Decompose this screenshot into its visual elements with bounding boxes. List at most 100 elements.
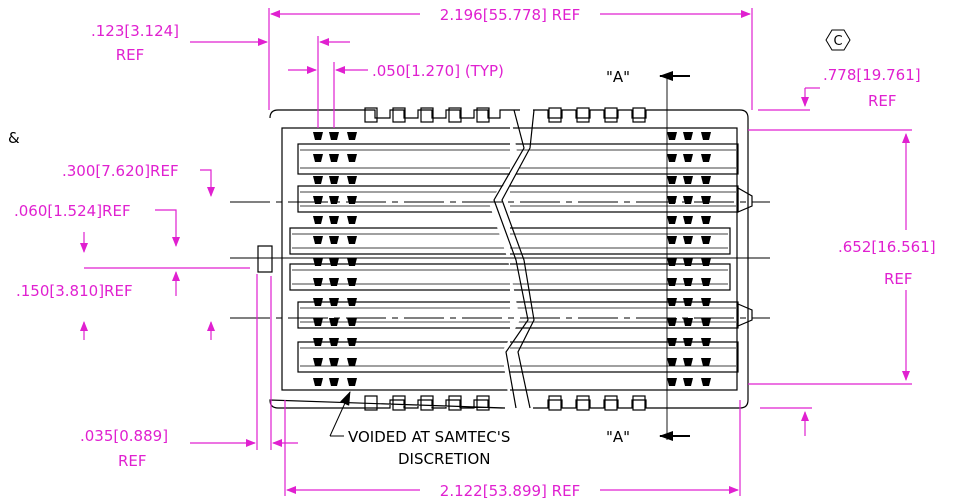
contact-pin (667, 358, 677, 366)
section-mark-bottom: "A" (606, 428, 630, 446)
contact-pin (347, 154, 357, 162)
contact-pin (683, 378, 693, 386)
break-line-left (493, 109, 529, 409)
contact-pin (329, 236, 339, 244)
voided-note-line1: VOIDED AT SAMTEC'S (348, 428, 510, 446)
contact-pin (313, 258, 323, 266)
contact-pin (329, 216, 339, 224)
contact-pin (667, 318, 677, 326)
contact-pin (701, 132, 711, 140)
contact-pin (667, 236, 677, 244)
contact-pin (347, 236, 357, 244)
ampersand-mark: & (8, 129, 20, 147)
contact-pin (683, 196, 693, 204)
contact-pin (667, 258, 677, 266)
dim-height-offset: .778[19.761] (823, 66, 921, 84)
contact-pin (329, 132, 339, 140)
contact-pin (313, 358, 323, 366)
contact-pin (313, 298, 323, 306)
contact-pin (701, 318, 711, 326)
contact-pin (347, 378, 357, 386)
contact-pin (329, 298, 339, 306)
contact-pin (667, 298, 677, 306)
contact-pin (329, 378, 339, 386)
contact-pin (683, 154, 693, 162)
contact-pin (347, 338, 357, 346)
controlled-dimension-symbol: C (825, 29, 851, 51)
contact-pin (347, 132, 357, 140)
contact-pin (683, 318, 693, 326)
contact-pin (313, 236, 323, 244)
contact-pin (347, 278, 357, 286)
contact-pin (701, 258, 711, 266)
contact-pin (313, 278, 323, 286)
dim-body-width: .652[16.561] (838, 238, 936, 256)
contact-pin (347, 176, 357, 184)
contact-pin (347, 216, 357, 224)
svg-text:C: C (833, 34, 842, 49)
dim-body-width-ref: REF (884, 270, 913, 288)
contact-pin (701, 278, 711, 286)
contact-pin (313, 196, 323, 204)
contact-pin (683, 236, 693, 244)
dim-row-150: .150[3.810]REF (16, 282, 133, 300)
contact-pin (683, 216, 693, 224)
contact-pin (329, 358, 339, 366)
contact-pin (701, 378, 711, 386)
center-lines (230, 76, 770, 440)
dim-overall-length: 2.196[55.778] REF (440, 6, 580, 24)
contact-pin (683, 298, 693, 306)
contact-pin (701, 338, 711, 346)
dim-height-offset-ref: REF (868, 92, 897, 110)
contact-pin (313, 338, 323, 346)
contact-pin (701, 236, 711, 244)
contact-pin (313, 132, 323, 140)
dim-peg-offset: .035[0.889] (80, 427, 168, 445)
contact-pin (701, 358, 711, 366)
contact-pin (667, 338, 677, 346)
contact-pin (347, 358, 357, 366)
contact-pin (701, 196, 711, 204)
contact-pin (683, 258, 693, 266)
contact-pin (667, 216, 677, 224)
contact-pin (683, 278, 693, 286)
contact-pin (329, 154, 339, 162)
dim-body-length: 2.122[53.899] REF (440, 482, 580, 500)
voided-note-line2: DISCRETION (398, 450, 490, 468)
contact-pin (683, 176, 693, 184)
dim-row-060: .060[1.524]REF (14, 202, 131, 220)
connector-body (257, 107, 753, 411)
dim-row-300: .300[7.620]REF (62, 162, 179, 180)
contact-pin (313, 318, 323, 326)
contact-pin (313, 176, 323, 184)
contact-pin (329, 318, 339, 326)
section-mark-top: "A" (606, 68, 630, 86)
break-gap-fill (488, 110, 520, 408)
contact-pin (329, 278, 339, 286)
dimension-geometry (80, 8, 912, 496)
contact-pin (701, 176, 711, 184)
contact-pin (313, 378, 323, 386)
contact-pin (683, 132, 693, 140)
dim-pitch: .050[1.270] (TYP) (372, 62, 504, 80)
contact-pin (347, 258, 357, 266)
contact-pin (667, 196, 677, 204)
contact-pin (667, 132, 677, 140)
contact-pin (347, 298, 357, 306)
dim-end-offset: .123[3.124] (91, 22, 179, 40)
contact-pin (347, 196, 357, 204)
contact-pin (329, 338, 339, 346)
contact-pin (667, 278, 677, 286)
contact-pin (329, 176, 339, 184)
dim-end-offset-ref: REF (116, 46, 145, 64)
contact-pin (667, 176, 677, 184)
contact-pin (313, 154, 323, 162)
alignment-peg (257, 245, 273, 273)
contact-pin (701, 298, 711, 306)
contact-pin (347, 318, 357, 326)
contact-pin (313, 216, 323, 224)
contact-pin (329, 258, 339, 266)
top-notches (364, 107, 646, 411)
